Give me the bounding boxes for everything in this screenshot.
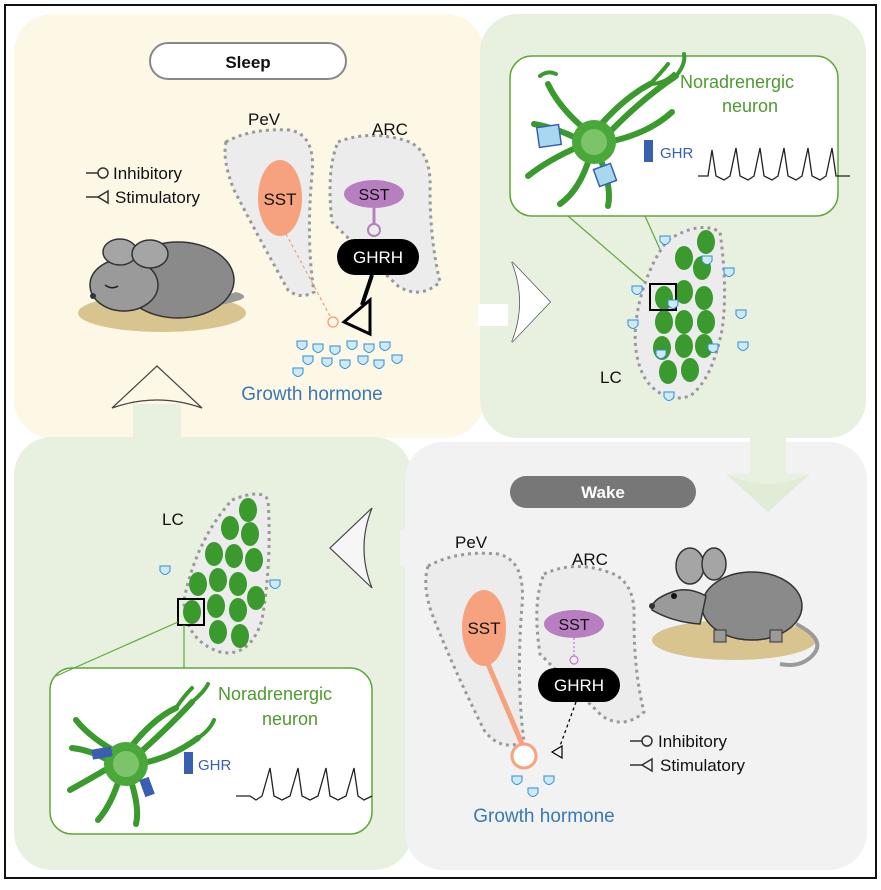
lc-neurons-top xyxy=(653,230,715,384)
wake-legend-stimulatory: Stimulatory xyxy=(660,756,746,775)
lc-top-ghr: GHR xyxy=(660,145,694,162)
wake-sst-left: SST xyxy=(467,619,500,638)
noradrenergic-neuron-icon-bottom xyxy=(67,682,216,827)
wake-stimulatory-symbol-icon xyxy=(640,757,653,773)
arrow-lc-to-sleep xyxy=(111,365,203,440)
sleep-sst-right: SST xyxy=(358,187,389,204)
ghr-receptor-icon xyxy=(644,140,653,162)
wake-pill xyxy=(510,476,696,508)
legend-inhibitory: Inhibitory xyxy=(113,164,182,183)
wake-legend-inhibitory: Inhibitory xyxy=(658,732,727,751)
lc-zoom-box-bottom xyxy=(177,598,205,626)
wake-inhibitory-symbol-icon xyxy=(641,735,653,747)
lc-top-neuron-title-2: neuron xyxy=(722,96,778,116)
sleep-legend: Inhibitory Stimulatory xyxy=(86,164,201,207)
wake-legend: Inhibitory Stimulatory xyxy=(630,732,746,775)
outer-frame xyxy=(4,4,877,879)
sleep-growth-hormone: Growth hormone xyxy=(241,384,383,405)
sleep-pev-label: PeV xyxy=(248,110,281,129)
noradrenergic-neuron-icon xyxy=(525,52,687,209)
stimulatory-symbol-icon xyxy=(96,189,109,205)
high-frequency-spikes-icon xyxy=(698,147,850,181)
lc-top-label: LC xyxy=(600,368,622,387)
sleep-ghrh: GHRH xyxy=(353,248,403,267)
legend-stimulatory: Stimulatory xyxy=(115,188,201,207)
wake-sst-purple-cell xyxy=(544,610,604,638)
wake-sst-right: SST xyxy=(558,617,589,634)
sleep-sst-left: SST xyxy=(263,190,296,209)
wake-pev-label: PeV xyxy=(455,533,488,552)
sleep-arc-label: ARC xyxy=(372,120,408,139)
stimulatory-terminal-icon xyxy=(341,296,372,337)
wake-ghrh-cell xyxy=(538,668,620,702)
inhibitory-terminal-icon xyxy=(510,742,538,770)
lc-bottom-neuron-title-2: neuron xyxy=(262,709,318,729)
inhibitory-symbol-icon xyxy=(97,167,109,179)
wake-sst-orange-cell xyxy=(462,590,506,666)
sleeping-mouse-icon xyxy=(78,238,246,332)
sleep-pill-label: Sleep xyxy=(225,53,270,72)
wake-growth-hormone: Growth hormone xyxy=(473,806,615,827)
wake-arc-label: ARC xyxy=(572,550,608,569)
sleep-pill xyxy=(149,42,347,80)
low-frequency-spikes-icon xyxy=(236,767,373,801)
wake-ghrh: GHRH xyxy=(554,676,604,695)
lc-top-neuron-title-1: Noradrenergic xyxy=(680,72,794,92)
arrow-wake-to-lc xyxy=(329,507,436,589)
lc-neurons-bottom xyxy=(183,498,265,648)
ghr-receptor-icon-bottom xyxy=(184,752,193,774)
lc-bottom-label: LC xyxy=(162,510,184,529)
wake-pill-label: Wake xyxy=(581,483,625,502)
arrow-sleep-to-lc xyxy=(478,261,552,343)
lc-bottom-neuron-title-1: Noradrenergic xyxy=(218,684,332,704)
arrow-lc-to-wake xyxy=(726,438,810,512)
lc-bottom-ghr: GHR xyxy=(198,757,232,774)
ghrh-cell xyxy=(337,239,419,275)
awake-mouse-icon xyxy=(649,547,820,667)
lc-zoom-box-top xyxy=(649,283,677,311)
sst-purple-cell xyxy=(344,180,404,208)
sst-orange-cell xyxy=(258,160,302,236)
neuron-callout-top xyxy=(509,55,839,217)
